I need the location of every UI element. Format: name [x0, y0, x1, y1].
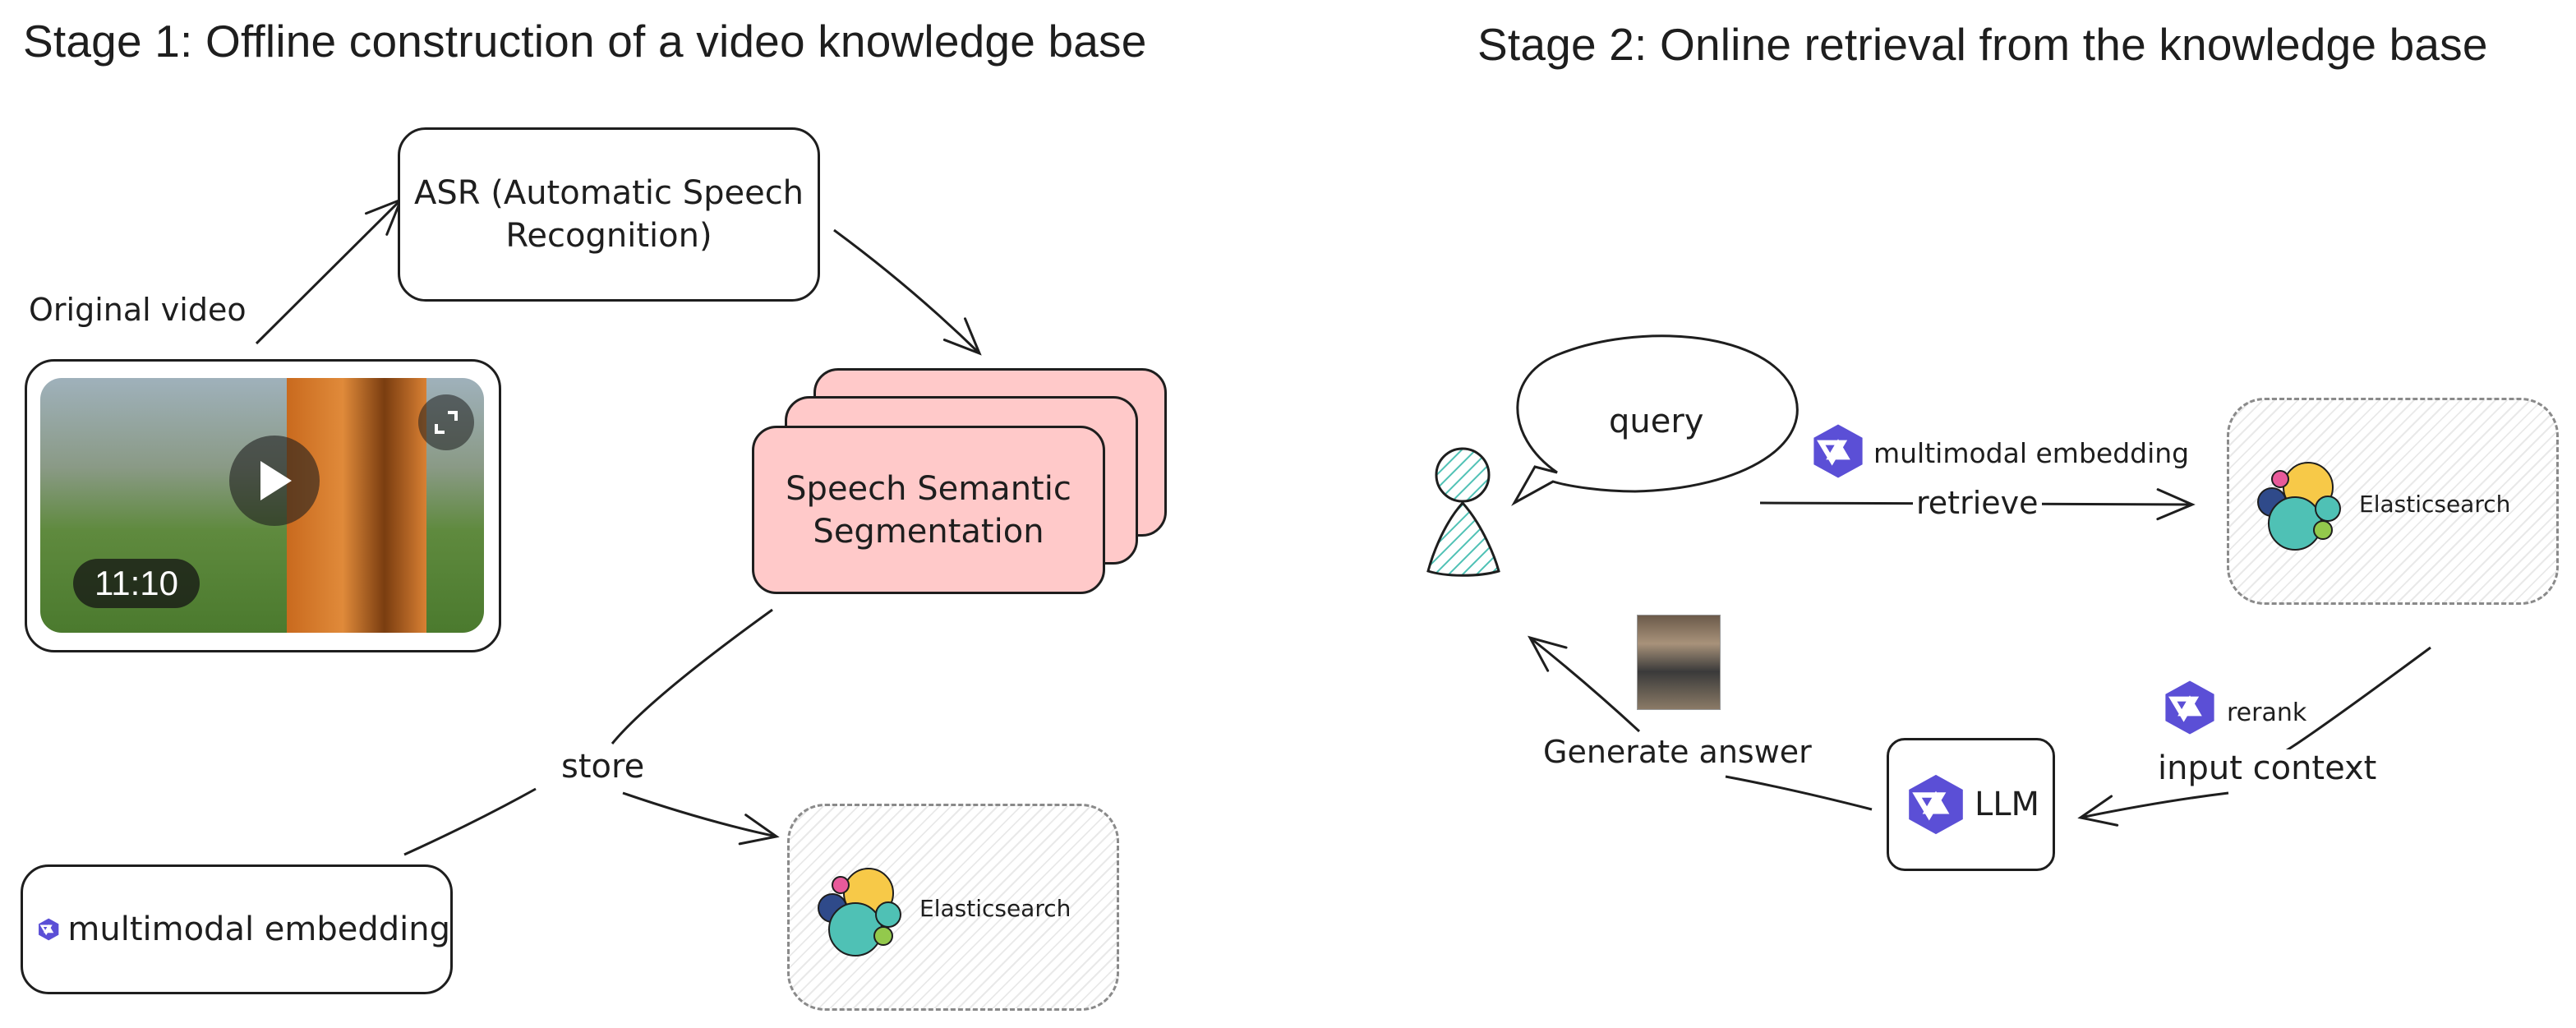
asr-label-line1: ASR (Automatic Speech — [413, 174, 804, 212]
arrow-video-to-asr — [255, 197, 403, 345]
expand-icon[interactable] — [418, 394, 474, 450]
segmentation-label-line1: Speech Semantic — [786, 469, 1071, 508]
video-duration: 11:10 — [73, 559, 200, 608]
arrow-store-to-elasticsearch — [622, 791, 780, 846]
qwen-logo-icon — [1909, 774, 1963, 835]
stage2-elasticsearch-label: Elasticsearch — [2359, 491, 2511, 518]
asr-label-line2: Recognition) — [505, 217, 712, 255]
qwen-logo-icon — [2165, 680, 2214, 735]
line-elasticsearch-to-context — [2283, 646, 2431, 754]
qwen-logo-icon — [39, 918, 59, 941]
asr-box: ASR (Automatic Speech Recognition) — [398, 127, 820, 302]
embedding-box: multimodal embedding — [21, 864, 453, 994]
arrow-asr-to-segmentation — [833, 228, 982, 356]
segmentation-card-front: Speech Semantic Segmentation — [752, 426, 1105, 594]
generate-answer-label: Generate answer — [1540, 734, 1815, 770]
llm-box: LLM — [1887, 738, 2055, 871]
rerank-label: rerank — [2227, 698, 2307, 727]
qwen-logo-icon — [1813, 424, 1863, 478]
answer-image-thumbnail — [1637, 615, 1721, 710]
embedding-label: multimodal embedding — [67, 910, 450, 948]
elasticsearch-logo-icon — [2257, 462, 2341, 551]
elasticsearch-box: Elasticsearch — [787, 804, 1119, 1011]
input-context-label: input context — [2154, 749, 2380, 787]
play-triangle-icon — [260, 461, 292, 500]
llm-label: LLM — [1974, 786, 2040, 823]
query-label: query — [1609, 403, 1704, 440]
line-llm-to-generate — [1725, 775, 1873, 811]
play-icon[interactable] — [229, 436, 320, 526]
video-thumbnail[interactable]: 11:10 — [25, 359, 501, 652]
elasticsearch-label: Elasticsearch — [919, 895, 1071, 922]
arrow-context-to-llm — [2077, 791, 2229, 827]
video-frame: 11:10 — [40, 378, 484, 633]
user-icon — [1426, 447, 1500, 577]
retrieve-label: retrieve — [1913, 485, 2042, 521]
line-embedding-to-store — [403, 787, 537, 856]
stage2-elasticsearch-box: Elasticsearch — [2227, 398, 2559, 605]
arrow-generate-to-user — [1528, 635, 1641, 733]
stage2-title: Stage 2: Online retrieval from the knowl… — [1477, 19, 2488, 70]
stage1-title: Stage 1: Offline construction of a video… — [23, 16, 1147, 67]
original-video-label: Original video — [29, 292, 247, 328]
segmentation-label-line2: Segmentation — [813, 512, 1044, 551]
expand-arrows-icon — [435, 411, 458, 434]
line-segmentation-to-store — [611, 608, 773, 744]
stage2-embedding-label: multimodal embedding — [1873, 437, 2190, 469]
store-label: store — [561, 748, 645, 786]
query-speech-bubble — [1511, 334, 1799, 506]
elasticsearch-logo-icon — [818, 868, 901, 957]
